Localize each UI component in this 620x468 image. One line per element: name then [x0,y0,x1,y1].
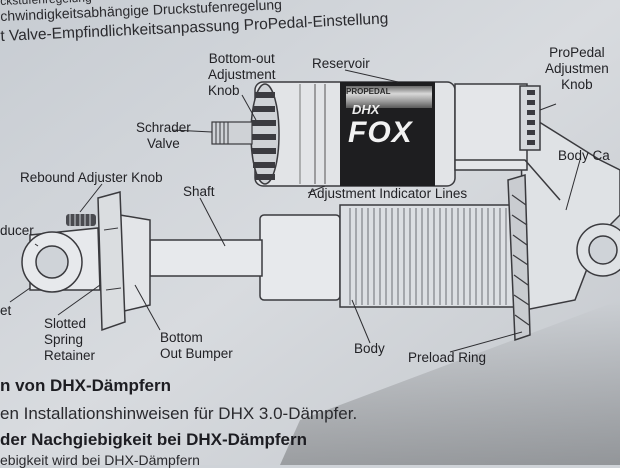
body-label: Body [354,341,385,356]
fox-logo: FOX [348,116,413,149]
body-cap-label: Body Ca [558,148,610,163]
dhx-decal: DHX [352,102,380,117]
footer-text-2: ebigkeit wird bei DHX-Dämpfern [0,452,200,468]
reservoir-label: Reservoir [312,56,370,71]
footer-heading-2: der Nachgiebigkeit bei DHX-Dämpfern [0,430,308,449]
footer-heading-1: n von DHX-Dämpfern [0,376,171,395]
adjustment-indicator-lines-label: Adjustment Indicator Lines [308,186,468,201]
preload-ring-label: Preload Ring [408,350,487,365]
rebound-adjuster-knob-label: Rebound Adjuster Knob [20,170,163,185]
propedal-badge: PROPEDAL [346,87,391,96]
shaft-label: Shaft [183,184,215,199]
inducer-label: ducer [0,223,34,238]
eyelet-label: et [0,303,12,318]
footer-text-1: en Installationshinweisen für DHX 3.0-Dä… [0,404,358,423]
